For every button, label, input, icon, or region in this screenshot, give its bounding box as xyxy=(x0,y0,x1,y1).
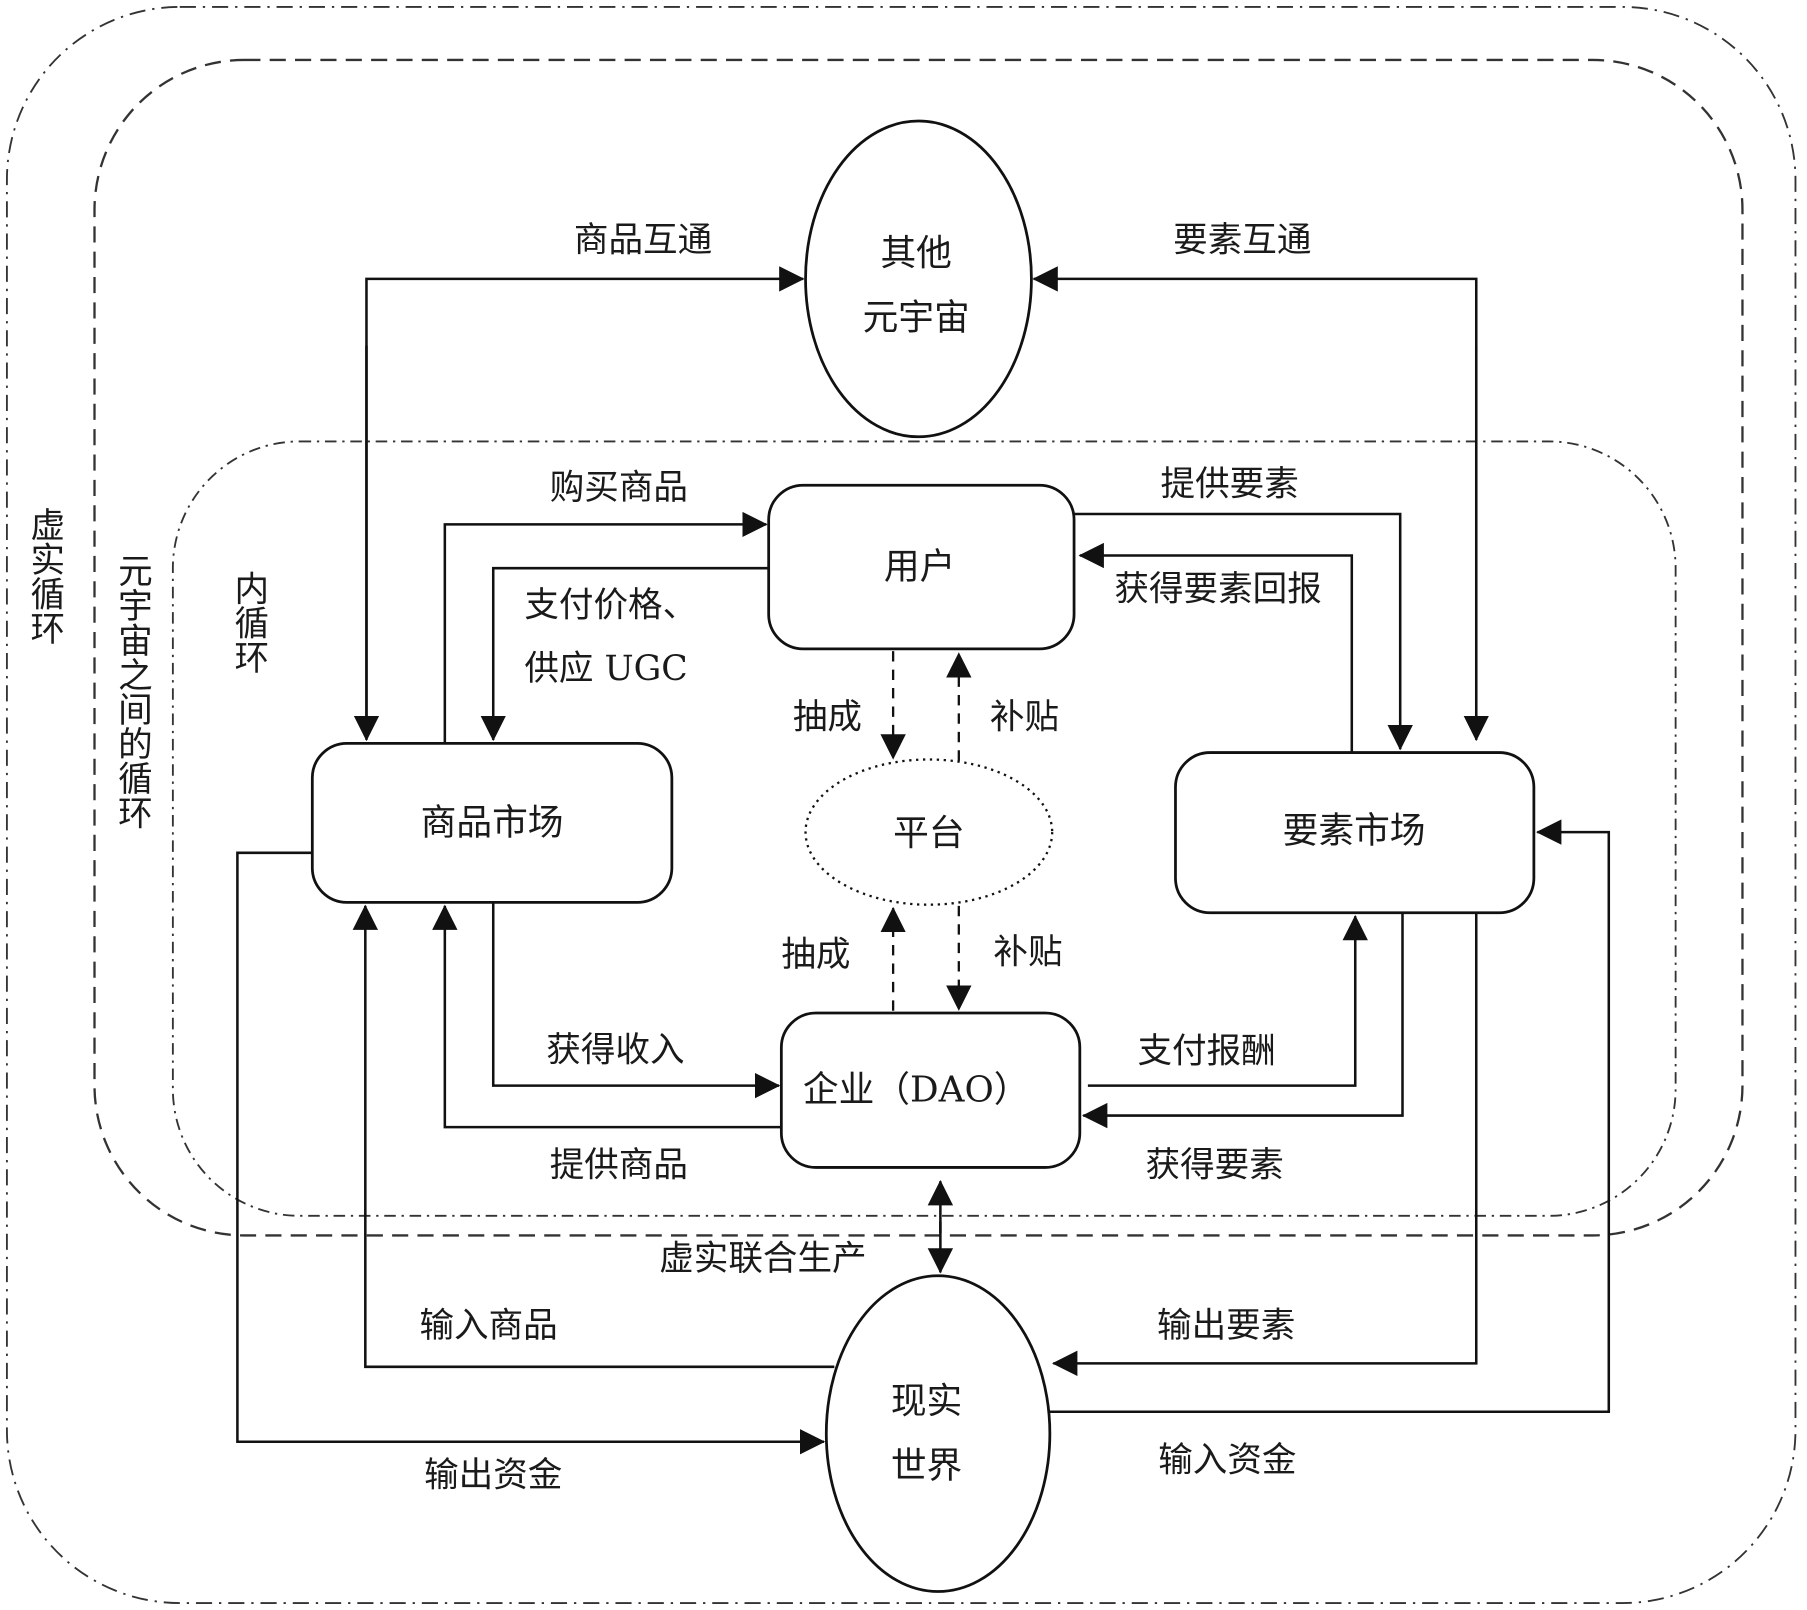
buy-goods-label: 购买商品 xyxy=(550,468,688,508)
export-factors-label: 输出要素 xyxy=(1157,1306,1295,1346)
goods-market-label: 商品市场 xyxy=(421,802,564,843)
other-metaverse-line1: 其他 xyxy=(880,233,951,274)
goods-interop-label: 商品互通 xyxy=(574,220,712,260)
edge-buy-goods: 购买商品 xyxy=(443,468,768,744)
edge-commission-enterprise: 抽成 xyxy=(781,906,906,1011)
edge-joint-production: 虚实联合生产 xyxy=(659,1179,954,1279)
joint-production-label: 虚实联合生产 xyxy=(659,1239,866,1279)
edge-export-funds: 输出资金 xyxy=(236,851,826,1496)
node-platform: 平台 xyxy=(804,758,1054,906)
edge-import-funds: 输入资金 xyxy=(1049,819,1611,1481)
provide-goods-label: 提供商品 xyxy=(550,1146,688,1186)
user-label: 用户 xyxy=(884,547,955,588)
factor-market-label: 要素市场 xyxy=(1283,810,1426,851)
node-user: 用户 xyxy=(767,483,1076,651)
import-goods-label: 输入商品 xyxy=(419,1306,557,1346)
edge-provide-factors: 提供要素 xyxy=(1074,465,1413,751)
commission-user-label: 抽成 xyxy=(793,697,862,737)
other-metaverse-line2: 元宇宙 xyxy=(863,298,970,339)
factor-interop-label: 要素互通 xyxy=(1173,220,1311,260)
import-funds-label: 输入资金 xyxy=(1158,1441,1296,1481)
provide-factors-label: 提供要素 xyxy=(1161,465,1299,505)
edge-get-factors: 获得要素 xyxy=(1082,913,1404,1186)
edge-goods-interop: 商品互通 xyxy=(353,220,805,742)
inner-loop-label: 内循环 xyxy=(228,570,268,674)
edge-export-factors: 输出要素 xyxy=(1052,913,1478,1377)
node-other-metaverse: 其他 元宇宙 xyxy=(804,119,1033,439)
edge-pay-reward: 支付报酬 xyxy=(1087,914,1368,1087)
real-world-line1: 现实 xyxy=(891,1381,962,1422)
export-funds-label: 输出资金 xyxy=(424,1456,562,1496)
edge-pay-price: 支付价格、 供应 UGC xyxy=(480,566,769,742)
get-income-label: 获得收入 xyxy=(546,1030,684,1070)
outer-loop-label: 虚实循环 xyxy=(24,507,64,645)
get-factors-label: 获得要素 xyxy=(1146,1146,1284,1186)
get-factor-return-label: 获得要素回报 xyxy=(1114,569,1321,609)
node-factor-market: 要素市场 xyxy=(1174,751,1536,915)
edge-commission-user: 抽成 xyxy=(793,651,906,760)
subsidy-user-label: 补贴 xyxy=(990,697,1059,737)
edge-subsidy-user: 补贴 xyxy=(946,652,1059,761)
pay-reward-label: 支付报酬 xyxy=(1137,1032,1275,1072)
platform-label: 平台 xyxy=(893,813,964,854)
node-real-world: 现实 世界 xyxy=(824,1274,1052,1593)
edge-import-goods: 输入商品 xyxy=(352,904,835,1369)
pay-price-label-line2: 供应 UGC xyxy=(524,649,687,689)
commission-enterprise-label: 抽成 xyxy=(781,935,850,975)
edge-provide-goods: 提供商品 xyxy=(432,904,782,1186)
middle-loop-boundary xyxy=(93,58,1744,1237)
subsidy-enterprise-label: 补贴 xyxy=(993,932,1062,972)
outer-loop-boundary xyxy=(5,6,1797,1604)
real-world-line2: 世界 xyxy=(891,1445,962,1486)
enterprise-label: 企业（DAO） xyxy=(803,1070,1030,1111)
edge-get-factor-return: 获得要素回报 xyxy=(1078,542,1354,753)
edge-get-income: 获得收入 xyxy=(491,903,781,1099)
inner-loop-boundary xyxy=(171,440,1677,1217)
edge-factor-interop: 要素互通 xyxy=(1032,220,1489,742)
node-enterprise: 企业（DAO） xyxy=(779,1011,1082,1169)
node-goods-market: 商品市场 xyxy=(310,741,674,904)
edge-subsidy-enterprise: 补贴 xyxy=(946,905,1063,1011)
pay-price-label-line1: 支付价格、 xyxy=(524,586,697,626)
middle-loop-label: 元宇宙之间的循环 xyxy=(111,553,151,830)
